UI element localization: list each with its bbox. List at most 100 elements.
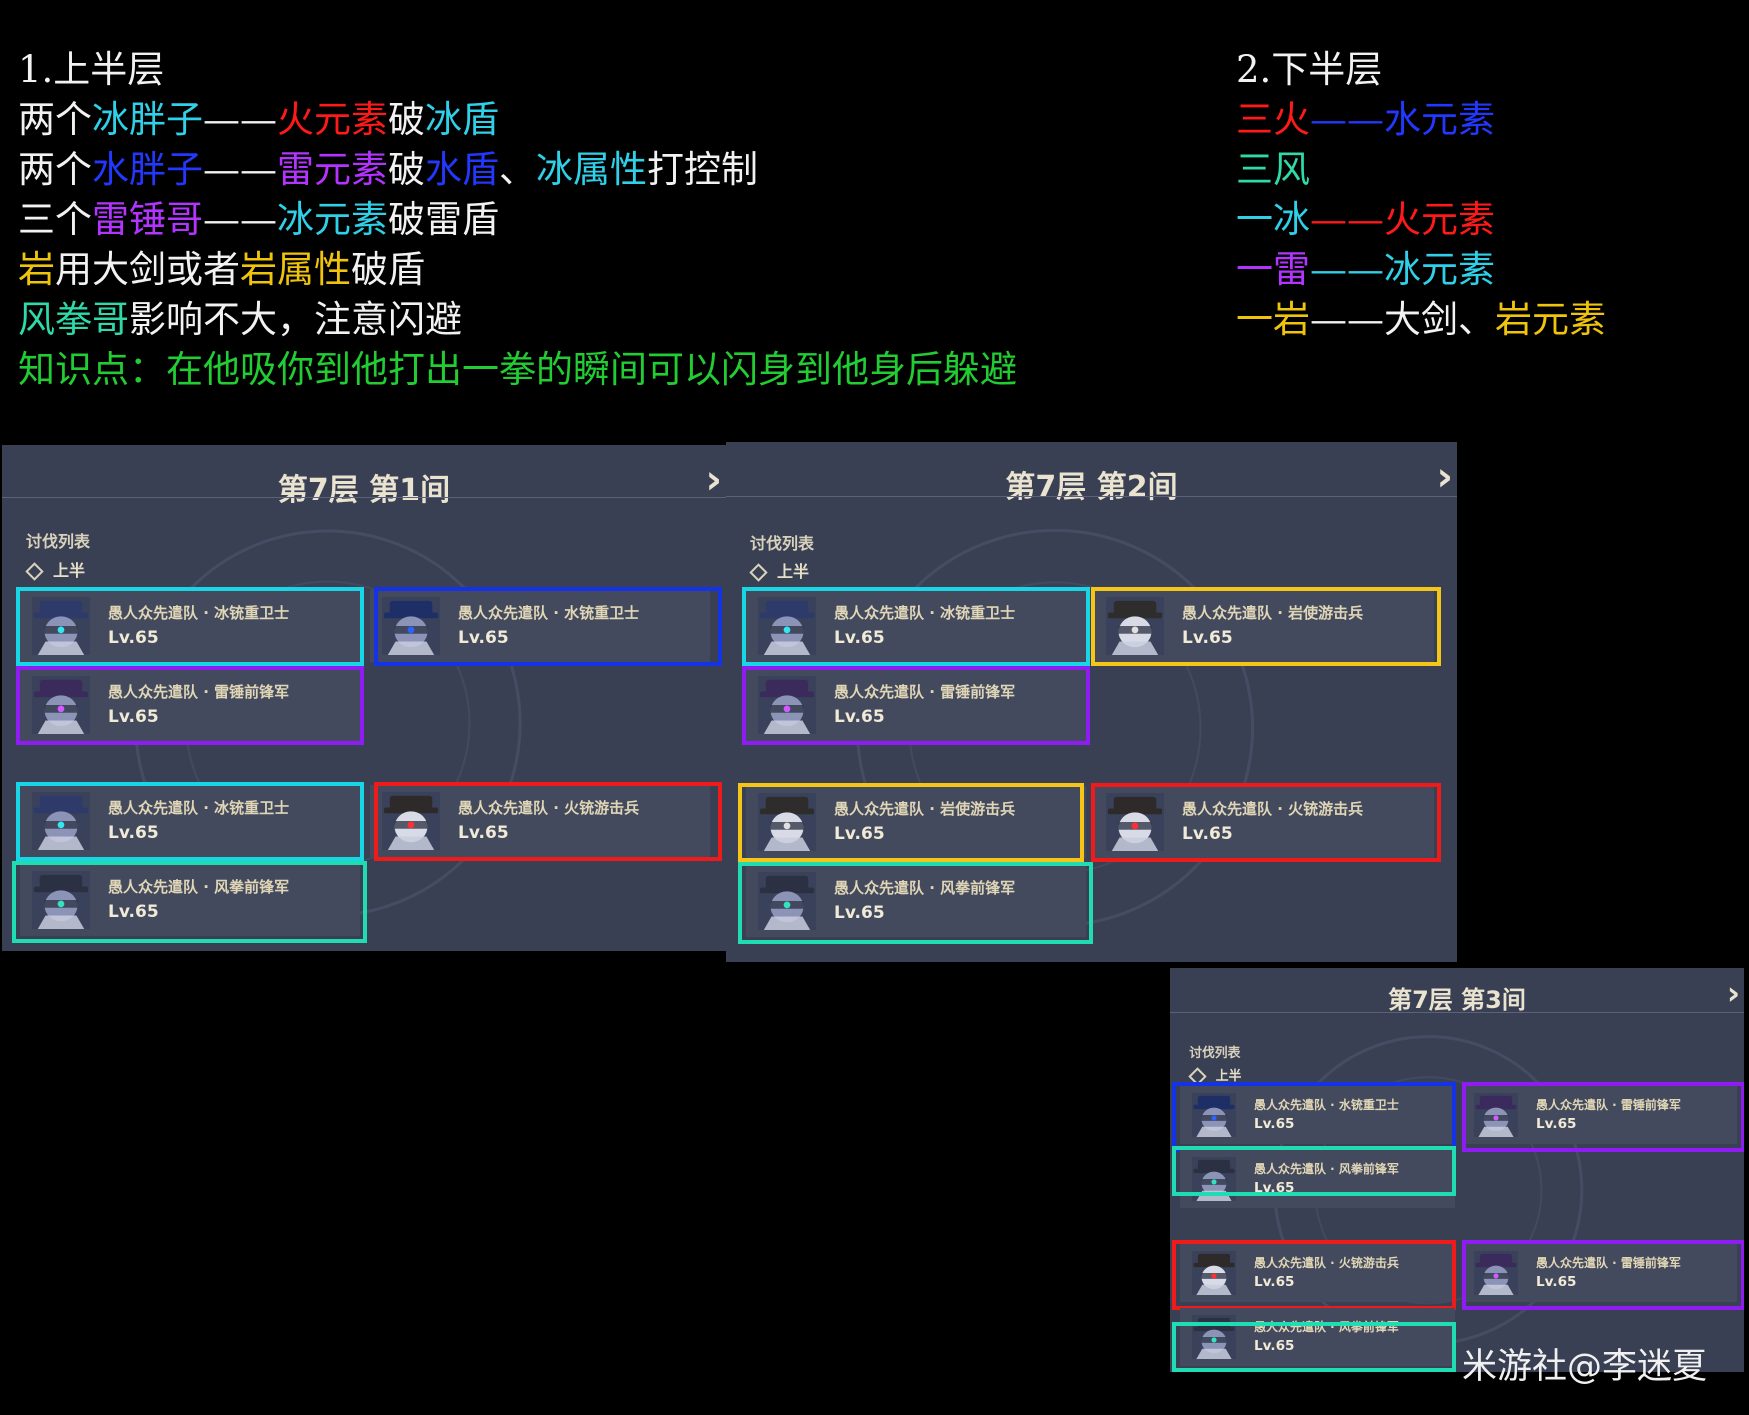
note-geo-text: 岩属性 bbox=[240, 248, 351, 291]
note-line: 三个雷锤哥——冰元素破雷盾 bbox=[18, 195, 1017, 245]
enemy-level: Lv.65 bbox=[1254, 1338, 1295, 1355]
half-section-header: 上半 bbox=[1188, 1065, 1241, 1086]
note-wind-text: 风拳哥 bbox=[18, 298, 129, 341]
enemy-name: 愚人众先遣队 · 火铳游击兵 bbox=[458, 799, 640, 817]
note-elec-text: 雷元素 bbox=[277, 148, 388, 191]
note-geo-text: 岩 bbox=[1273, 298, 1310, 341]
enemy-name: 愚人众先遣队 · 冰铳重卫士 bbox=[108, 799, 290, 817]
enemy-card-wind[interactable]: 愚人众先遣队 · 风拳前锋军 Lv.65 bbox=[20, 864, 360, 936]
enemy-portrait-icon bbox=[32, 597, 90, 655]
enemy-portrait-icon bbox=[382, 792, 440, 850]
panel-title: 第7层 第2间 bbox=[1005, 470, 1178, 505]
enemy-level: Lv.65 bbox=[1254, 1274, 1295, 1291]
enemy-name: 愚人众先遣队 · 火铳游击兵 bbox=[1182, 800, 1364, 818]
note-geo-text: 岩元素 bbox=[1495, 298, 1606, 341]
note-text: 两个 bbox=[18, 98, 92, 141]
title-divider bbox=[1170, 1012, 1744, 1013]
note-water-text: 水盾 bbox=[425, 148, 499, 191]
diamond-icon bbox=[749, 563, 768, 582]
enemy-name: 愚人众先遣队 · 雷锤前锋军 bbox=[1536, 1255, 1681, 1270]
notes-lower-floor: 2.下半层 三火——水元素 三风 一冰——火元素 一雷——冰元素 一岩——大剑、… bbox=[1236, 45, 1606, 345]
enemy-name: 愚人众先遣队 · 雷锤前锋军 bbox=[108, 683, 290, 701]
note-line: 岩用大剑或者岩属性破盾 bbox=[18, 245, 1017, 295]
note-dash: —— bbox=[203, 198, 277, 241]
note-text: 影响不大，注意闪避 bbox=[129, 298, 462, 341]
enemy-name: 愚人众先遣队 · 风拳前锋军 bbox=[1254, 1319, 1399, 1334]
enemy-portrait-icon bbox=[1474, 1093, 1518, 1137]
enemy-portrait-icon bbox=[1106, 597, 1164, 655]
note-ice-text: 冰属性 bbox=[536, 148, 647, 191]
enemy-portrait-icon bbox=[1106, 793, 1164, 851]
enemy-card-ice[interactable]: 愚人众先遣队 · 冰铳重卫士 Lv.65 bbox=[20, 785, 360, 857]
enemy-level: Lv.65 bbox=[108, 823, 159, 843]
next-room-arrow-icon[interactable]: › bbox=[705, 457, 722, 503]
note-line: 三火——水元素 bbox=[1236, 95, 1606, 145]
note-text: 破盾 bbox=[351, 248, 425, 291]
notes-title-upper: 1.上半层 bbox=[18, 45, 1017, 95]
note-ice-text: 冰元素 bbox=[277, 198, 388, 241]
enemy-card-water[interactable]: 愚人众先遣队 · 水铳重卫士 Lv.65 bbox=[1180, 1086, 1455, 1144]
note-line: 两个冰胖子——火元素破冰盾 bbox=[18, 95, 1017, 145]
enemy-card-wind[interactable]: 愚人众先遣队 · 风拳前锋军 Lv.65 bbox=[1180, 1150, 1455, 1208]
note-water-text: 水元素 bbox=[1384, 98, 1495, 141]
note-elec-text: 一 bbox=[1236, 248, 1273, 291]
note-line: 两个水胖子——雷元素破水盾、冰属性打控制 bbox=[18, 145, 1017, 195]
enemy-name: 愚人众先遣队 · 风拳前锋军 bbox=[108, 878, 290, 896]
enemy-level: Lv.65 bbox=[1536, 1116, 1577, 1133]
enemy-level: Lv.65 bbox=[108, 902, 159, 922]
diamond-icon bbox=[1188, 1067, 1207, 1086]
enemy-level: Lv.65 bbox=[1254, 1180, 1295, 1197]
enemy-card-fire[interactable]: 愚人众先遣队 · 火铳游击兵 Lv.65 bbox=[370, 785, 710, 857]
enemy-card-elec[interactable]: 愚人众先遣队 · 雷锤前锋军 Lv.65 bbox=[746, 669, 1086, 741]
note-text: 破雷盾 bbox=[388, 198, 499, 241]
note-dash: —— bbox=[1310, 98, 1384, 141]
panel-title: 第7层 第3间 bbox=[1388, 986, 1526, 1014]
enemy-level: Lv.65 bbox=[1536, 1274, 1577, 1291]
enemy-name: 愚人众先遣队 · 雷锤前锋军 bbox=[834, 683, 1016, 701]
next-room-arrow-icon[interactable]: › bbox=[1726, 974, 1740, 1012]
note-fire-text: 三 bbox=[1236, 98, 1273, 141]
note-dash: —— bbox=[1310, 198, 1384, 241]
half-label: 上半 bbox=[53, 561, 86, 580]
hunt-list-label: 讨伐列表 bbox=[1189, 1046, 1241, 1061]
note-water-text: 水胖子 bbox=[92, 148, 203, 191]
note-line: 风拳哥影响不大，注意闪避 bbox=[18, 295, 1017, 345]
enemy-level: Lv.65 bbox=[1254, 1116, 1295, 1133]
note-text: 、 bbox=[499, 148, 536, 191]
enemy-level: Lv.65 bbox=[834, 707, 885, 727]
enemy-name: 愚人众先遣队 · 风拳前锋军 bbox=[1254, 1161, 1399, 1176]
hunt-list-label: 讨伐列表 bbox=[750, 534, 815, 553]
note-ice-text: 一 bbox=[1236, 198, 1273, 241]
enemy-card-elec[interactable]: 愚人众先遣队 · 雷锤前锋军 Lv.65 bbox=[1462, 1244, 1737, 1302]
enemy-name: 愚人众先遣队 · 水铳重卫士 bbox=[1254, 1097, 1399, 1112]
title-text: 1.上半层 bbox=[18, 48, 165, 91]
enemy-portrait-icon bbox=[758, 793, 816, 851]
note-fire-text: 火 bbox=[1273, 98, 1310, 141]
next-room-arrow-icon[interactable]: › bbox=[1436, 454, 1453, 500]
enemy-level: Lv.65 bbox=[458, 823, 509, 843]
note-line: 知识点：在他吸你到他打出一拳的瞬间可以闪身到他身后躲避 bbox=[18, 345, 1017, 395]
half-section-header: 上半 bbox=[749, 558, 810, 582]
enemy-portrait-icon bbox=[32, 676, 90, 734]
note-dash: —— bbox=[203, 148, 277, 191]
note-dash: —— bbox=[203, 98, 277, 141]
note-text: 破 bbox=[388, 98, 425, 141]
note-elec-text: 雷锤哥 bbox=[92, 198, 203, 241]
enemy-card-wind[interactable]: 愚人众先遣队 · 风拳前锋军 Lv.65 bbox=[1180, 1308, 1455, 1366]
notes-title-lower: 2.下半层 bbox=[1236, 45, 1606, 95]
half-label: 上半 bbox=[777, 562, 810, 581]
note-text: 用大剑或者 bbox=[55, 248, 240, 291]
title-divider bbox=[2, 497, 726, 498]
enemy-portrait-icon bbox=[32, 792, 90, 850]
